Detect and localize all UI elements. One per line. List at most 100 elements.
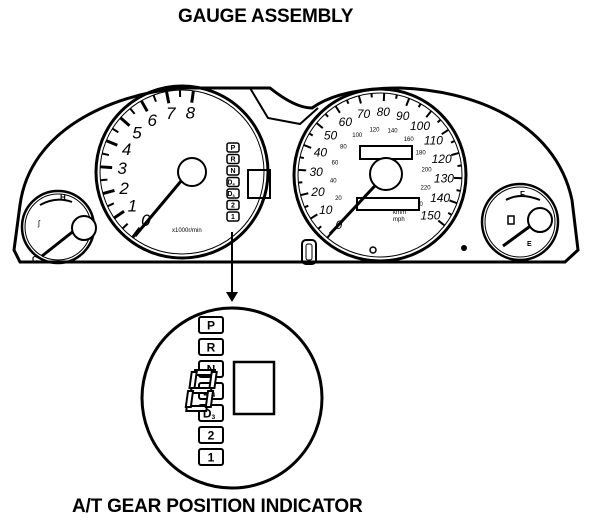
fuel-gauge: F E	[480, 182, 560, 262]
speedometer-tick	[447, 212, 453, 216]
temperature-gauge: H C ʃ	[20, 189, 97, 265]
gear-label: 1	[231, 214, 235, 221]
gear-label: P	[231, 145, 236, 152]
gear-label: N	[230, 168, 235, 175]
speedometer-mph-number: 150	[420, 208, 440, 222]
gear-digit-display	[184, 369, 218, 412]
speedometer-mph-number: 30	[309, 165, 323, 179]
speedometer-tick	[315, 122, 324, 129]
fuel-hub	[527, 207, 553, 233]
tachometer-number: 1	[128, 197, 137, 216]
gear-digit-window	[232, 360, 276, 416]
speedometer-indicator-dot	[461, 245, 467, 251]
speedometer-kmh-number: 40	[330, 179, 337, 185]
tachometer-tick	[190, 90, 195, 103]
temperature-hot-label: H	[60, 193, 66, 202]
tachometer-number: 8	[186, 104, 196, 123]
gear-p-box: P	[198, 316, 224, 334]
speedometer-mph-number: 120	[432, 152, 452, 166]
speedometer-mph-number: 100	[410, 119, 430, 133]
gear-1-box: 1	[226, 211, 240, 222]
speedometer-tick	[304, 204, 309, 209]
speedometer-tick	[417, 103, 422, 108]
speedometer-tick	[395, 94, 398, 99]
speedometer-kmh-number: 160	[404, 137, 415, 143]
speedometer-tick	[345, 99, 350, 105]
tachometer-tick	[113, 210, 125, 220]
speedometer-tick	[449, 199, 458, 205]
speedometer-mph-number: 20	[310, 185, 325, 199]
speedometer-tick	[334, 105, 341, 114]
fuel-empty-label: E	[527, 241, 532, 248]
gear-2-box: 2	[198, 426, 224, 444]
gear-d4-box: D4	[226, 176, 240, 188]
speedometer-kmh-number: 80	[340, 145, 347, 151]
speedometer-kmh-number: 20	[335, 196, 342, 202]
temperature-icon: ʃ	[37, 219, 41, 228]
tachometer-number: 3	[117, 159, 127, 178]
speedometer-tick	[405, 97, 411, 107]
gear-1-box: 1	[198, 448, 224, 466]
tachometer-number: 6	[147, 111, 157, 130]
speedometer-tick	[324, 113, 329, 118]
speedometer-mph-number: 110	[424, 134, 443, 148]
speedometer-tick	[437, 219, 446, 227]
tachometer-tick	[107, 202, 115, 208]
speedometer-tick	[298, 168, 307, 172]
speedometer-mph-number: 10	[319, 203, 333, 217]
speedometer-tick	[450, 140, 456, 144]
speedometer-kmh-number: 200	[422, 168, 433, 174]
speedometer-kmh-number: 100	[352, 133, 363, 139]
tachometer-display-window	[247, 169, 271, 199]
tachometer-tick	[111, 127, 119, 134]
center-indicator-light	[301, 239, 317, 265]
gear-d3-box: D3	[226, 188, 240, 199]
segment-c	[204, 390, 215, 408]
gear-label: P	[207, 318, 215, 332]
temperature-cold-label: C	[32, 255, 38, 264]
tachometer-number: 7	[166, 104, 176, 123]
cluster-outline	[12, 86, 580, 264]
fuel-pump-icon	[507, 215, 515, 225]
gear-label: 2	[231, 203, 235, 210]
gear-label: R	[230, 157, 235, 164]
speedometer-tick	[303, 144, 312, 149]
tachometer-number: 2	[118, 179, 129, 198]
speedometer-mph-number: 140	[430, 191, 450, 205]
diagram-title: GAUGE ASSEMBLY	[178, 6, 354, 27]
speedometer-tick	[441, 128, 449, 136]
speedometer-kmh-number: 120	[369, 127, 380, 133]
temperature-hub	[71, 215, 97, 241]
tachometer-unit: x1000r/min	[172, 228, 202, 234]
gear-2-box: 2	[226, 199, 240, 211]
speedometer-mph-number: 50	[324, 128, 338, 142]
tachometer-tick	[129, 107, 136, 115]
speedometer-kmh-number: 180	[416, 150, 427, 156]
gear-n-box: N	[226, 165, 240, 176]
gear-label: 2	[208, 428, 215, 442]
speedometer-tick	[436, 118, 442, 124]
gear-label: 1	[208, 450, 215, 464]
speedometer-kmh-number: 140	[388, 129, 399, 135]
speedometer-hub	[369, 157, 403, 191]
tachometer-tick	[152, 94, 157, 103]
tachometer-tick	[101, 152, 110, 157]
speedometer-unit: km/h mph	[393, 210, 408, 223]
tachometer-hub	[177, 157, 207, 187]
gear-p-box: P	[226, 142, 240, 153]
tachometer-tick	[100, 165, 113, 170]
speedometer-mph-number: 70	[357, 107, 371, 121]
diagram-caption: A/T GEAR POSITION INDICATOR	[72, 496, 363, 517]
speedometer-tick	[456, 189, 461, 192]
speedometer-mph-number: 130	[434, 172, 454, 186]
speedometer-ticks	[298, 93, 462, 239]
speedometer-mph-number: 80	[377, 105, 391, 119]
fuel-full-label: F	[520, 190, 525, 199]
speedometer-tick	[357, 95, 362, 104]
odometer	[356, 197, 420, 211]
callout-pointer	[226, 292, 238, 302]
tachometer-tick	[105, 139, 118, 147]
